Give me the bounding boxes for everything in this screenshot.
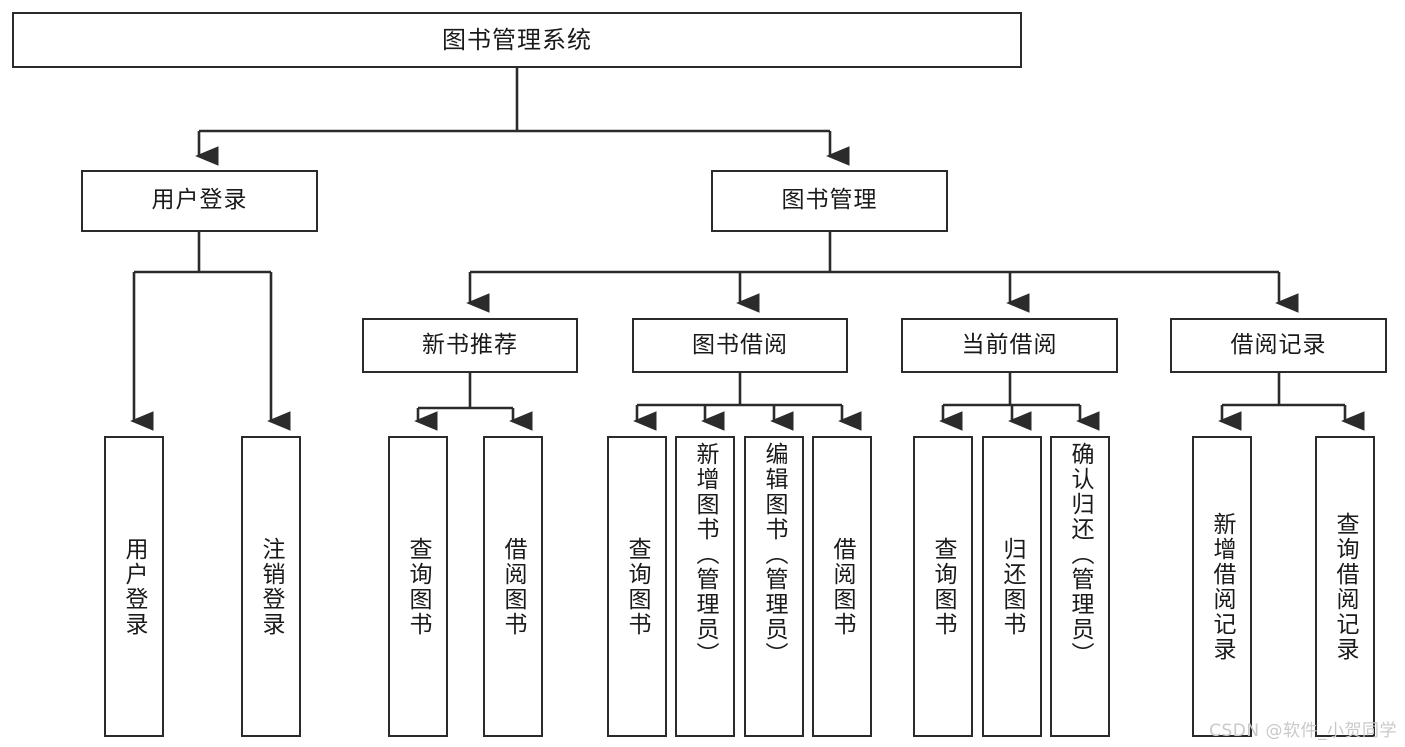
node-new-book-recommend-label: 新书推荐 [422, 331, 518, 358]
node-leaf-borrow-book-1-label: 借阅图书 [500, 536, 527, 637]
node-leaf-query-book-1[interactable]: 查询图书 [388, 436, 448, 737]
node-leaf-edit-book-label: 编辑图书（管理员） [761, 442, 788, 667]
node-leaf-add-book[interactable]: 新增图书（管理员） [675, 436, 735, 737]
node-leaf-add-book-label: 新增图书（管理员） [692, 442, 719, 667]
node-user-login-label: 用户登录 [151, 187, 248, 214]
node-leaf-query-book-1-label: 查询图书 [405, 536, 432, 637]
node-leaf-return-book-label: 归还图书 [999, 536, 1026, 637]
node-borrow-record-label: 借阅记录 [1230, 331, 1327, 358]
node-leaf-user-login-label: 用户登录 [121, 536, 148, 637]
watermark: CSDN @软件_小贺同学 [1209, 721, 1397, 741]
node-leaf-query-record[interactable]: 查询借阅记录 [1315, 436, 1375, 737]
node-leaf-borrow-book-2[interactable]: 借阅图书 [812, 436, 872, 737]
node-leaf-return-book[interactable]: 归还图书 [982, 436, 1042, 737]
node-current-borrow-label: 当前借阅 [961, 331, 1058, 358]
node-leaf-add-record[interactable]: 新增借阅记录 [1192, 436, 1252, 737]
node-current-borrow[interactable]: 当前借阅 [901, 318, 1118, 373]
node-leaf-query-book-2[interactable]: 查询图书 [607, 436, 667, 737]
node-leaf-add-record-label: 新增借阅记录 [1209, 511, 1236, 662]
node-book-management-label: 图书管理 [781, 187, 878, 214]
node-root[interactable]: 图书管理系统 [12, 12, 1022, 68]
node-user-login[interactable]: 用户登录 [81, 170, 318, 232]
node-book-borrow[interactable]: 图书借阅 [632, 318, 848, 373]
node-leaf-logout[interactable]: 注销登录 [241, 436, 301, 737]
node-new-book-recommend[interactable]: 新书推荐 [362, 318, 578, 373]
node-leaf-borrow-book-2-label: 借阅图书 [829, 536, 856, 637]
node-leaf-query-book-2-label: 查询图书 [624, 536, 651, 637]
node-book-management[interactable]: 图书管理 [711, 170, 948, 232]
node-leaf-query-book-3[interactable]: 查询图书 [913, 436, 973, 737]
node-leaf-confirm-return[interactable]: 确认归还（管理员） [1050, 436, 1110, 737]
node-borrow-record[interactable]: 借阅记录 [1170, 318, 1387, 373]
node-leaf-confirm-return-label: 确认归还（管理员） [1067, 442, 1094, 667]
node-root-label: 图书管理系统 [442, 25, 592, 54]
node-leaf-user-login[interactable]: 用户登录 [104, 436, 164, 737]
node-leaf-query-book-3-label: 查询图书 [930, 536, 957, 637]
node-leaf-query-record-label: 查询借阅记录 [1332, 511, 1359, 662]
node-leaf-borrow-book-1[interactable]: 借阅图书 [483, 436, 543, 737]
node-leaf-logout-label: 注销登录 [258, 536, 285, 637]
node-book-borrow-label: 图书借阅 [692, 331, 788, 358]
node-leaf-edit-book[interactable]: 编辑图书（管理员） [744, 436, 804, 737]
